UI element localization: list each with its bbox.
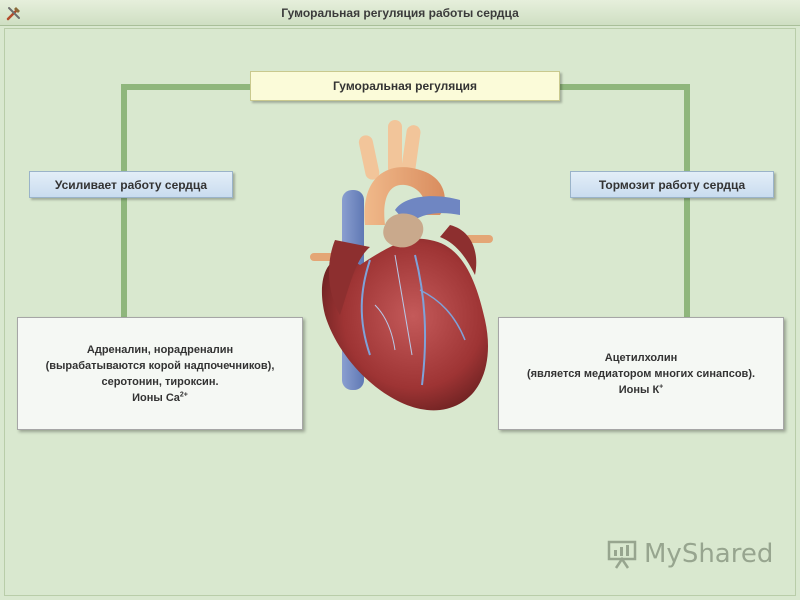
enhances-line-1: Адреналин, норадреналин: [86, 343, 234, 356]
title-bar: Гуморальная регуляция работы сердца: [0, 0, 800, 26]
enhances-node: Усиливает работу сердца: [29, 171, 233, 198]
inhibits-line-2: (является медиатором многих синапсов).: [526, 367, 756, 380]
root-node: Гуморальная регуляция: [250, 71, 560, 101]
inhibits-line-1: Ацетилхолин: [604, 351, 678, 364]
ion-k-text: Ионы К: [618, 383, 660, 396]
content-frame: [4, 28, 796, 596]
heart-illustration: [310, 120, 493, 411]
tools-icon[interactable]: [5, 4, 23, 22]
enhances-line-3: серотонин, тироксин.: [101, 375, 219, 388]
connector-left-lower: [121, 197, 127, 318]
ion-ca-text: Ионы Ca: [132, 391, 180, 404]
inhibits-details: Ацетилхолин (является медиатором многих …: [498, 317, 784, 430]
enhances-line-2: (вырабатываются корой надпочечников),: [45, 359, 275, 372]
connector-top-right: [559, 84, 690, 90]
watermark-text: MyShared: [644, 539, 774, 569]
connector-right-upper: [684, 84, 690, 172]
enhances-details: Адреналин, норадреналин (вырабатываются …: [17, 317, 303, 430]
ion-k-charge: +: [659, 382, 664, 390]
inhibits-ion: Ионы К+: [619, 382, 664, 398]
connector-top-left: [121, 84, 251, 90]
page-title: Гуморальная регуляция работы сердца: [281, 6, 519, 20]
watermark-logo: MyShared: [606, 536, 776, 572]
connector-left-upper: [121, 84, 127, 172]
presentation-board-icon: [607, 540, 637, 569]
enhances-ion: Ионы Ca2+: [132, 390, 188, 406]
connector-right-lower: [684, 197, 690, 318]
inhibits-node: Тормозит работу сердца: [570, 171, 774, 198]
ion-ca-charge: 2+: [179, 390, 188, 398]
